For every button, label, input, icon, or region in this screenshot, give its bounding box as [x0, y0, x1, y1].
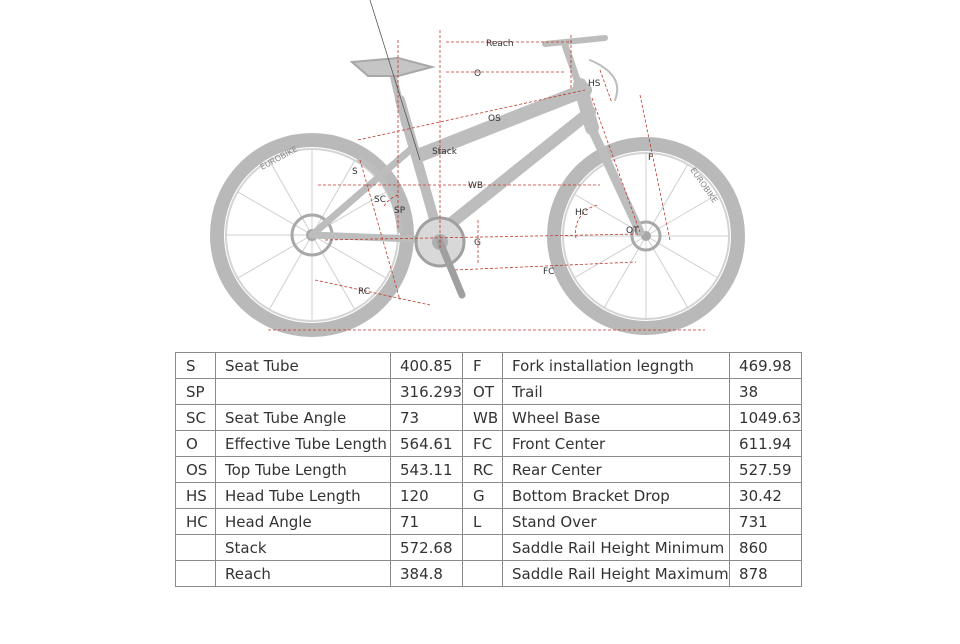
row-code-left — [175, 534, 216, 561]
row-name-left: Effective Tube Length — [215, 430, 391, 457]
row-code-left — [175, 560, 216, 587]
row-name-left: Seat Tube — [215, 352, 391, 379]
row-value-right: 1049.63 — [729, 404, 803, 431]
label-hs: HS — [588, 79, 601, 89]
row-name-right: Front Center — [502, 430, 731, 457]
row-name-left — [215, 378, 391, 405]
row-value-right: 860 — [729, 534, 803, 561]
row-value-left: 316.293 — [389, 378, 464, 405]
label-o: O — [474, 69, 481, 79]
row-name-right: Saddle Rail Height Minimum — [502, 534, 731, 561]
label-s: S — [352, 167, 358, 177]
row-name-left: Head Tube Length — [215, 482, 391, 509]
row-code-right: WB — [462, 404, 504, 431]
row-name-left: Head Angle — [215, 508, 391, 535]
label-wb: WB — [468, 181, 483, 191]
row-code-left: OS — [175, 456, 216, 483]
row-code-left: HC — [175, 508, 216, 535]
row-value-left: 564.61 — [389, 430, 464, 457]
label-os: OS — [488, 114, 501, 124]
row-code-right: L — [462, 508, 504, 535]
row-value-right: 878 — [729, 560, 803, 587]
row-value-left: 400.85 — [389, 352, 464, 379]
row-value-left: 543.11 — [389, 456, 464, 483]
label-reach: Reach — [486, 39, 514, 49]
label-sp: SP — [394, 206, 406, 216]
label-stack: Stack — [432, 147, 458, 157]
row-name-left: Seat Tube Angle — [215, 404, 391, 431]
row-code-right: G — [462, 482, 504, 509]
row-code-left: S — [175, 352, 216, 379]
row-name-left: Stack — [215, 534, 391, 561]
bike-geometry-diagram: EUROBIKE EUROBIKE — [210, 0, 745, 337]
row-name-left: Top Tube Length — [215, 456, 391, 483]
row-value-right: 30.42 — [729, 482, 803, 509]
row-code-left: O — [175, 430, 216, 457]
row-code-left: SP — [175, 378, 216, 405]
row-value-left: 71 — [389, 508, 464, 535]
dimension-lines — [268, 0, 705, 331]
dimension-labels: Reach O HS OS Stack S WB SC SP HC OT G F… — [352, 39, 653, 297]
row-name-right: Fork installation legngth — [502, 352, 731, 379]
row-value-right: 527.59 — [729, 456, 803, 483]
row-code-left: SC — [175, 404, 216, 431]
label-f: F — [648, 153, 653, 163]
row-value-right: 731 — [729, 508, 803, 535]
label-sc: SC — [374, 195, 386, 205]
row-name-right: Bottom Bracket Drop — [502, 482, 731, 509]
row-value-left: 73 — [389, 404, 464, 431]
label-hc: HC — [575, 208, 588, 218]
row-code-left: HS — [175, 482, 216, 509]
front-wheel: EUROBIKE — [547, 137, 745, 335]
row-code-right: OT — [462, 378, 504, 405]
rear-wheel: EUROBIKE — [210, 133, 414, 337]
row-name-right: Saddle Rail Height Maximum — [502, 560, 731, 587]
row-value-left: 572.68 — [389, 534, 464, 561]
label-rc: RC — [358, 287, 370, 297]
row-name-right: Trail — [502, 378, 731, 405]
row-name-left: Reach — [215, 560, 391, 587]
label-g: G — [474, 238, 481, 248]
label-ot: OT — [626, 226, 639, 236]
row-code-right: FC — [462, 430, 504, 457]
row-name-right: Wheel Base — [502, 404, 731, 431]
row-value-right: 611.94 — [729, 430, 803, 457]
row-name-right: Rear Center — [502, 456, 731, 483]
row-value-right: 38 — [729, 378, 803, 405]
crankset — [414, 216, 466, 299]
row-value-left: 384.8 — [389, 560, 464, 587]
row-value-right: 469.98 — [729, 352, 803, 379]
row-value-left: 120 — [389, 482, 464, 509]
row-code-right — [462, 560, 504, 587]
row-code-right: F — [462, 352, 504, 379]
row-code-right — [462, 534, 504, 561]
row-code-right: RC — [462, 456, 504, 483]
label-fc: FC — [543, 267, 554, 277]
row-name-right: Stand Over — [502, 508, 731, 535]
